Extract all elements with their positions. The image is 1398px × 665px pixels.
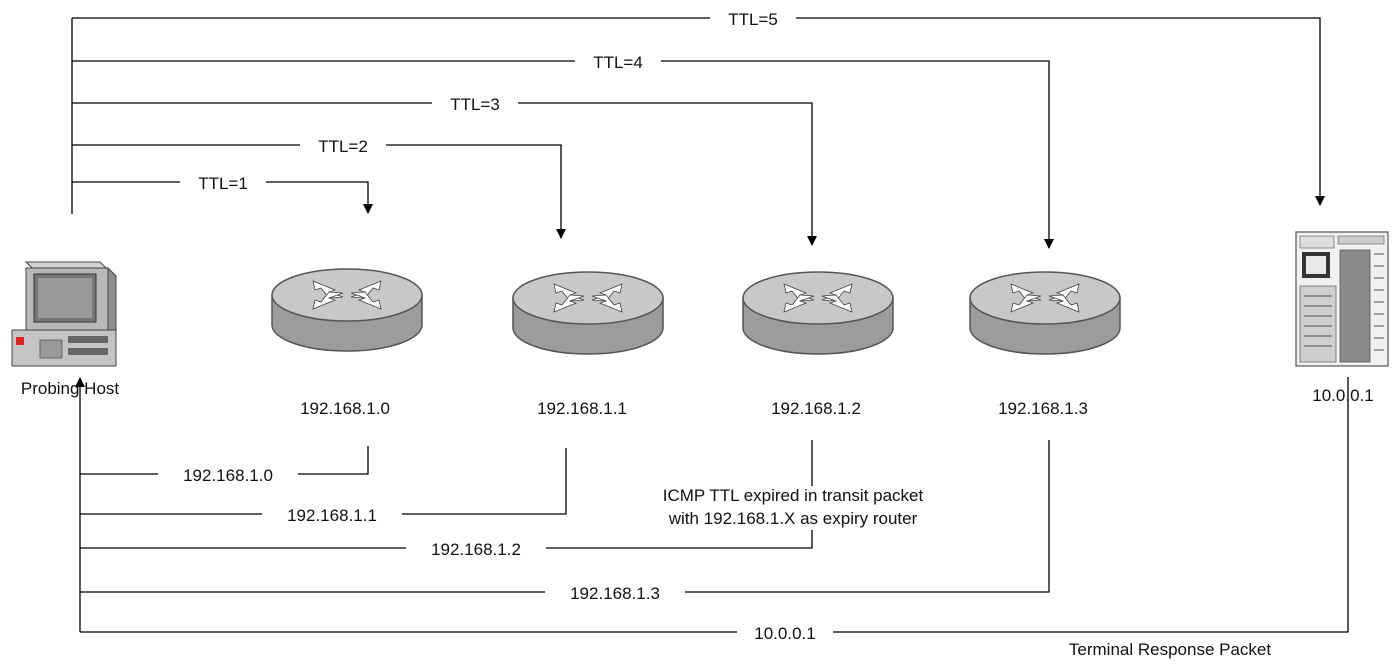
probe-ttl-1: TTL=1 bbox=[72, 173, 373, 214]
router-label: 192.168.1.0 bbox=[300, 399, 390, 418]
router-icon bbox=[271, 268, 423, 352]
target-server: 10.0.0.1 bbox=[1295, 231, 1389, 405]
response-label: 192.168.1.0 bbox=[183, 466, 273, 485]
probe-ttl-2: TTL=2 bbox=[72, 136, 566, 239]
response-10-0-0-1: 10.0.0.1 bbox=[80, 377, 1349, 643]
router-icon bbox=[969, 271, 1121, 355]
response-label: 10.0.0.1 bbox=[754, 624, 815, 643]
computer-icon bbox=[11, 261, 117, 367]
probe-label: TTL=4 bbox=[593, 53, 643, 72]
router-192-168-1-2: 192.168.1.2 bbox=[742, 271, 894, 418]
response-label: 192.168.1.2 bbox=[431, 540, 521, 559]
probe-ttl-5: TTL=5 bbox=[72, 9, 1325, 206]
response-192-168-1-3: 192.168.1.3 bbox=[80, 440, 1050, 603]
router-label: 192.168.1.3 bbox=[998, 399, 1088, 418]
response-label: 192.168.1.3 bbox=[570, 584, 660, 603]
icmp-note-line2: with 192.168.1.X as expiry router bbox=[668, 509, 918, 528]
icmp-note-line1: ICMP TTL expired in transit packet bbox=[663, 486, 924, 505]
router-icon bbox=[512, 271, 664, 355]
host-label: Probing Host bbox=[21, 379, 120, 398]
router-label: 192.168.1.1 bbox=[537, 399, 627, 418]
router-icon bbox=[742, 271, 894, 355]
probe-ttl-4: TTL=4 bbox=[72, 52, 1054, 249]
response-192-168-1-0: 192.168.1.0 bbox=[80, 446, 369, 485]
server-icon bbox=[1295, 231, 1389, 367]
target-label: 10.0.0.1 bbox=[1312, 386, 1373, 405]
terminal-response-note: Terminal Response Packet bbox=[1069, 640, 1271, 659]
probe-label: TTL=1 bbox=[198, 174, 248, 193]
probing-host: Probing Host bbox=[11, 261, 120, 398]
probe-label: TTL=3 bbox=[450, 95, 500, 114]
router-192-168-1-3: 192.168.1.3 bbox=[969, 271, 1121, 418]
response-192-168-1-1: 192.168.1.1 bbox=[80, 448, 567, 525]
probe-ttl-3: TTL=3 bbox=[72, 94, 817, 246]
router-label: 192.168.1.2 bbox=[771, 399, 861, 418]
response-192-168-1-2: 192.168.1.2 bbox=[80, 440, 813, 559]
response-label: 192.168.1.1 bbox=[287, 506, 377, 525]
probe-label: TTL=5 bbox=[728, 10, 778, 29]
probe-label: TTL=2 bbox=[318, 137, 368, 156]
icmp-annotation: ICMP TTL expired in transit packet with … bbox=[620, 486, 984, 530]
router-192-168-1-1: 192.168.1.1 bbox=[512, 271, 664, 418]
router-192-168-1-0: 192.168.1.0 bbox=[271, 268, 423, 418]
